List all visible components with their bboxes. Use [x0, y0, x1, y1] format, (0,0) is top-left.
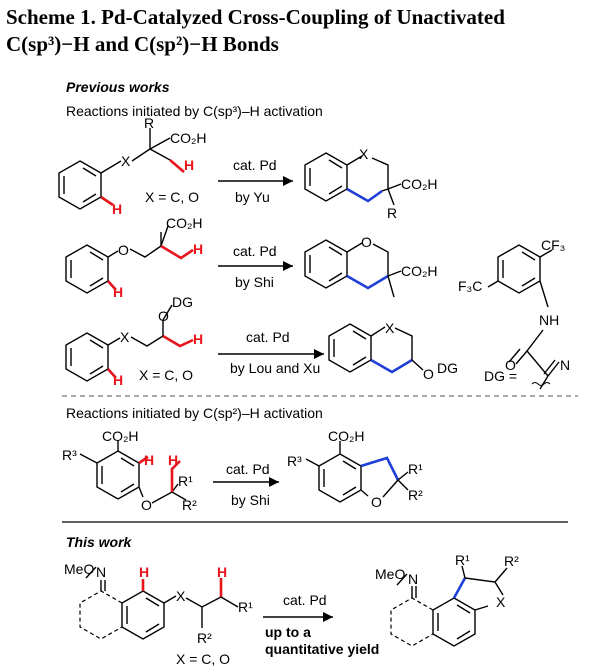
dg-group-3: DG	[172, 294, 193, 310]
dg-group-p3: DG	[437, 360, 458, 376]
sp3-activation-heading: Reactions initiated by C(sp³)–H activati…	[66, 103, 323, 119]
x-condition-5: X = C, O	[176, 651, 230, 667]
reagent-4: cat. Pd	[226, 461, 270, 477]
this-work-heading: This work	[66, 534, 133, 550]
reaction-5-substrate: MeO N O H H X R¹ R² X = C, O	[64, 561, 253, 667]
cf3-group: CF₃	[541, 237, 565, 253]
co2h-group-p4: CO₂H	[328, 428, 365, 444]
f3c-group: F₃C	[458, 278, 482, 294]
reaction-4-product: CO₂H R³ O R¹ R²	[287, 428, 423, 510]
ring-oxygen-p2: O	[361, 234, 372, 250]
reaction-3-substrate: X O DG H H X = C, O	[65, 294, 203, 388]
sp2-h-atom-5: H	[139, 564, 149, 580]
sp2-h-atom-4: H	[144, 452, 154, 468]
x-atom-5: X	[176, 588, 186, 604]
reagent-5: cat. Pd	[283, 592, 327, 608]
directing-group-structure: CF₃ F₃C NH O N DG =	[458, 237, 570, 390]
dg-label: DG =	[484, 368, 517, 384]
reaction-1-substrate: X R CO₂H H H X = C, O	[58, 115, 207, 217]
reaction-1-product: X CO₂H R	[304, 146, 438, 221]
reaction-5-product: MeO N X R¹ R²	[375, 552, 519, 647]
r1-substituent-4: R¹	[178, 473, 193, 489]
x-atom-p3: X	[385, 320, 395, 336]
ring-oxygen-p4: O	[371, 494, 382, 510]
nh-group: NH	[539, 312, 559, 328]
sp2-h-atom-3: H	[113, 372, 123, 388]
reaction-1-arrow: cat. Pd by Yu	[218, 157, 293, 205]
r2-substituent-4: R²	[182, 497, 197, 513]
oxazoline-n: N	[560, 357, 570, 373]
reaction-2-substrate: O CO₂H H H	[65, 215, 203, 300]
co2h-group-1: CO₂H	[170, 130, 207, 146]
reaction-2-arrow: cat. Pd by Shi	[218, 243, 293, 290]
yield-line-2: quantitative yield	[265, 641, 379, 657]
co2h-group-p2: CO₂H	[401, 263, 438, 279]
reagent-2: cat. Pd	[233, 243, 277, 259]
author-4: by Shi	[231, 492, 270, 508]
oxygen-3: O	[158, 308, 169, 324]
reaction-2-product: O CO₂H	[304, 234, 438, 298]
r2-substituent-p4: R²	[408, 487, 423, 503]
r2-substituent-5: R²	[197, 630, 212, 646]
ether-oxygen-2: O	[118, 242, 129, 258]
carbonyl-oxygen: O	[505, 357, 516, 373]
author-3: by Lou and Xu	[230, 360, 320, 376]
sp2-activation-heading: Reactions initiated by C(sp²)–H activati…	[66, 405, 323, 421]
r-substituent-p1: R	[387, 205, 397, 221]
r1-substituent-p5: R¹	[455, 552, 470, 568]
sp2-h-atom-1: H	[112, 201, 122, 217]
reaction-4-substrate: CO₂H R³ H H O R¹ R²	[62, 428, 197, 513]
scheme-title-line1: Scheme 1. Pd-Catalyzed Cross-Coupling of…	[6, 5, 505, 29]
sp2-h-atom-2: H	[113, 284, 123, 300]
sp3-h-atom-1: H	[184, 157, 194, 173]
co2h-group-p1: CO₂H	[401, 176, 438, 192]
reaction-5-arrow: cat. Pd up to a quantitative yield	[263, 592, 379, 657]
reagent-1: cat. Pd	[233, 157, 277, 173]
sp3-h-atom-5: H	[217, 564, 227, 580]
ether-oxygen-4: O	[141, 497, 152, 513]
x-atom-p1: X	[359, 146, 369, 162]
oxime-n-p5: N	[408, 571, 418, 587]
r3-substituent-p4: R³	[287, 453, 302, 469]
x-atom-3: X	[120, 329, 130, 345]
reaction-3-product: X O DG	[328, 320, 458, 382]
co2h-group-4: CO₂H	[102, 428, 139, 444]
co2h-group-2: CO₂H	[166, 215, 203, 231]
author-2: by Shi	[235, 274, 274, 290]
r3-substituent-4: R³	[62, 447, 77, 463]
yield-line-1: up to a	[265, 624, 311, 640]
r2-substituent-p5: R²	[504, 553, 519, 569]
r-substituent-1: R	[144, 115, 154, 131]
x-atom-1: X	[121, 153, 131, 169]
sp3-h-atom-4: H	[168, 452, 178, 468]
x-atom-p5: X	[496, 594, 506, 610]
scheme-title-line2: C(sp³)−H and C(sp²)−H Bonds	[6, 32, 279, 56]
x-condition-3: X = C, O	[139, 367, 193, 383]
reagent-3: cat. Pd	[246, 329, 290, 345]
reaction-4-arrow: cat. Pd by Shi	[213, 461, 279, 508]
methoxy-group-p5: MeO	[375, 566, 405, 582]
sp3-h-atom-2: H	[193, 241, 203, 257]
oxygen-p3: O	[423, 366, 434, 382]
sp3-h-atom-3: H	[193, 331, 203, 347]
r1-substituent-p4: R¹	[408, 461, 423, 477]
previous-works-heading: Previous works	[66, 79, 170, 95]
r1-substituent-5: R¹	[238, 599, 253, 615]
methoxy-group-5: MeO	[64, 561, 94, 577]
reaction-3-arrow: cat. Pd by Lou and Xu	[218, 329, 324, 376]
author-1: by Yu	[235, 189, 270, 205]
oxime-n-5: N	[96, 564, 106, 580]
x-condition-1: X = C, O	[145, 189, 199, 205]
